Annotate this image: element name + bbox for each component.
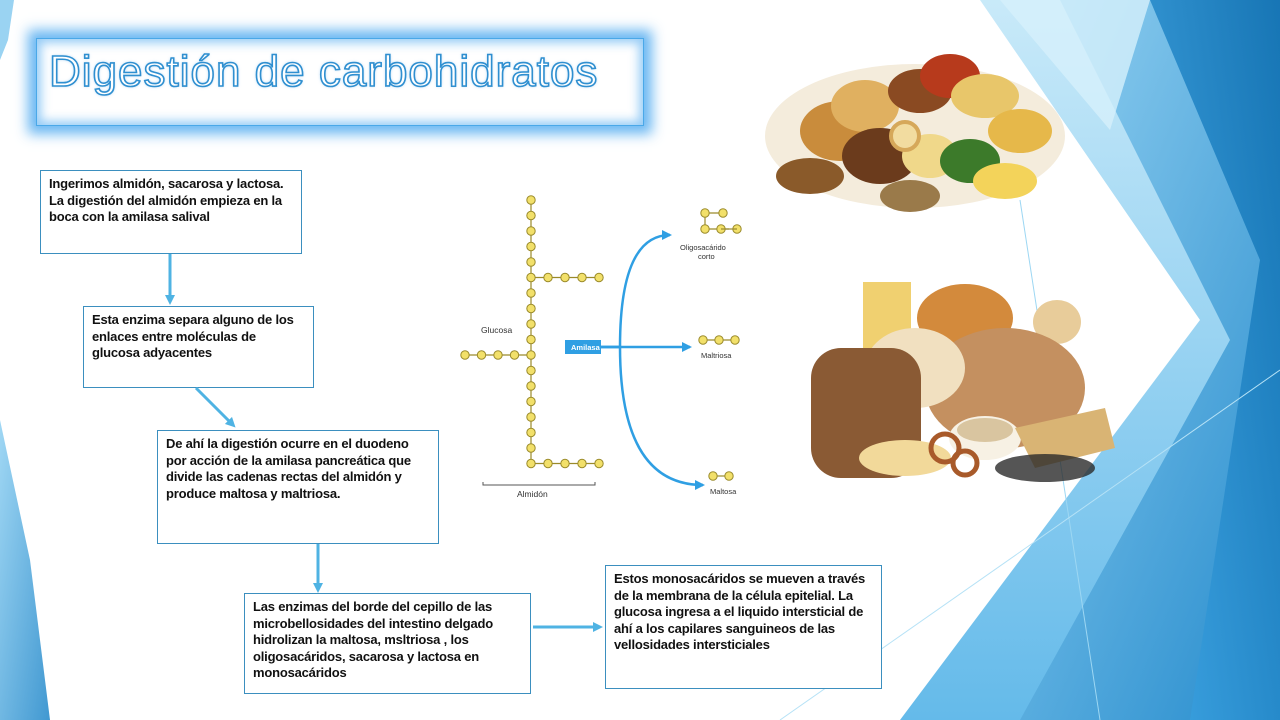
oligo-molecule — [700, 208, 742, 234]
glucose-unit — [526, 365, 536, 376]
starch-diagram: Glucosa Almidón Amilasa Oligosacárido co… — [460, 195, 742, 499]
glucose-unit — [526, 334, 536, 345]
glucose-unit — [730, 335, 740, 345]
amilasa-tag — [565, 340, 601, 354]
glucose-unit — [526, 257, 536, 267]
glucose-unit — [526, 210, 536, 221]
oligo-label-1: Oligosacárido — [680, 243, 726, 252]
maltosa-label: Maltosa — [710, 487, 737, 496]
bg-panel-top — [1000, 0, 1150, 130]
box-ingestion: Ingerimos almidón, sacarosa y lactosa. L… — [40, 170, 302, 254]
glucose-unit — [526, 443, 536, 453]
glucose-unit — [577, 458, 587, 469]
glucose-unit — [526, 396, 536, 407]
glucose-unit — [543, 458, 553, 469]
glucose-unit — [698, 335, 708, 345]
glucose-unit — [526, 288, 536, 298]
glucose-unit — [700, 224, 710, 234]
glucose-unit — [460, 350, 470, 360]
glucose-unit — [476, 350, 487, 360]
glucose-unit — [718, 208, 728, 218]
glucose-unit — [526, 458, 536, 469]
bg-panel-dark — [1150, 0, 1280, 720]
glucose-unit — [526, 303, 536, 314]
maltriosa-molecule — [698, 335, 740, 345]
bg-left-strip — [0, 420, 50, 720]
amilasa-label: Amilasa — [571, 343, 601, 352]
glucose-unit — [577, 272, 587, 283]
glucose-unit — [526, 412, 536, 422]
almidon-label: Almidón — [517, 489, 548, 499]
glucose-unit — [526, 195, 536, 205]
title-box: Digestión de carbohidratos — [36, 38, 644, 126]
almidon-bracket — [482, 482, 596, 486]
glucose-unit — [526, 319, 536, 329]
box-brush-border: Las enzimas del borde del cepillo de las… — [244, 593, 531, 694]
box-monosaccharides: Estos monosacáridos se mueven a través d… — [605, 565, 882, 689]
glucose-unit — [493, 350, 503, 360]
glucose-unit — [526, 272, 536, 283]
glucose-unit — [526, 427, 536, 438]
glucosa-label: Glucosa — [481, 325, 512, 335]
arrow-2 — [194, 386, 236, 428]
glucose-unit — [560, 458, 570, 469]
glucose-unit — [509, 350, 520, 360]
glucose-unit — [724, 471, 734, 481]
glucose-unit — [526, 226, 536, 236]
page-title: Digestión de carbohidratos — [48, 46, 599, 97]
oligo-label-2: corto — [698, 252, 715, 261]
glucose-unit — [526, 381, 536, 391]
glucose-unit — [526, 241, 536, 252]
maltosa-molecule — [708, 471, 734, 481]
arrow-to-maltosa — [565, 345, 705, 490]
glucose-unit — [526, 350, 536, 360]
glucose-unit — [714, 335, 724, 345]
glucose-unit — [543, 272, 553, 283]
food-image-bottom — [811, 282, 1115, 482]
bg-panel-mid — [1020, 0, 1280, 720]
glucose-unit — [708, 471, 718, 481]
glucose-unit — [594, 458, 604, 469]
glucose-unit — [594, 272, 604, 283]
glucose-unit — [560, 272, 570, 283]
food-image-top — [765, 54, 1065, 212]
maltriosa-label: Maltriosa — [701, 351, 732, 360]
arrow-to-oligo — [565, 230, 672, 349]
glucose-chain — [460, 195, 604, 469]
glucose-unit — [700, 208, 710, 218]
box-enzyme-action: Esta enzima separa alguno de los enlaces… — [83, 306, 314, 388]
box-duodeno: De ahí la digestión ocurre en el duodeno… — [157, 430, 439, 544]
